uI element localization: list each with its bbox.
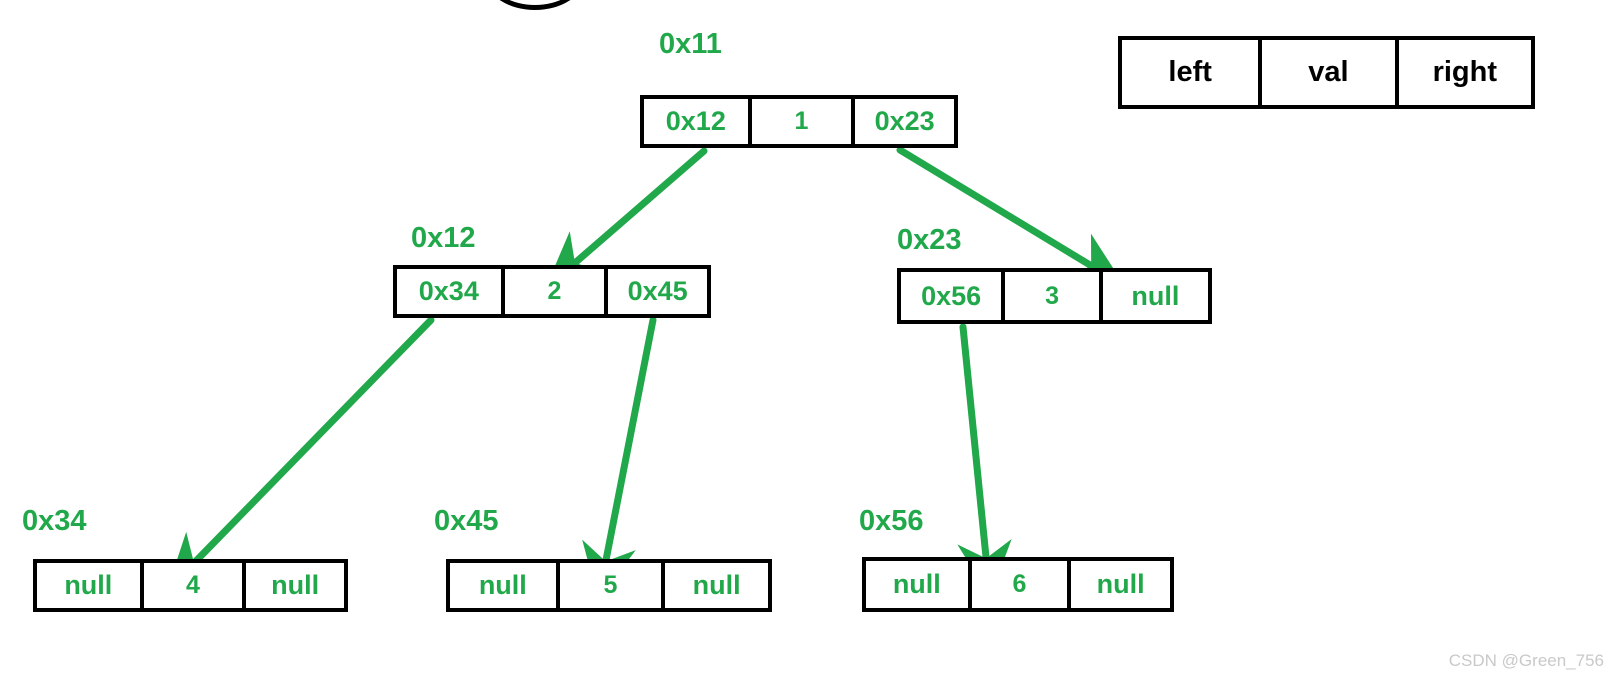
node-0x11-left-cell: 0x12 <box>665 106 726 136</box>
node-0x23-val-cell: 3 <box>1001 272 1099 320</box>
watermark-text: CSDN @Green_756 <box>1448 651 1604 670</box>
node-0x12: 0x34 2 0x45 <box>393 265 711 318</box>
legend-cell-right: right <box>1394 40 1531 105</box>
address-label-0x45: 0x45 <box>434 505 499 537</box>
node-0x11-right-cell: 0x23 <box>851 99 954 144</box>
node-0x12-val-cell: 2 <box>500 269 605 314</box>
edge-0x12-left-to-0x34 <box>166 316 435 592</box>
legend-cell-val: val <box>1258 40 1394 105</box>
node-0x11: 0x12 1 0x23 <box>640 95 958 148</box>
address-label-0x12: 0x12 <box>411 222 476 254</box>
node-0x56: null 6 null <box>862 557 1174 612</box>
node-0x45-val-cell: 5 <box>555 563 662 608</box>
address-label-0x34: 0x34 <box>22 505 87 537</box>
node-0x45: null 5 null <box>446 559 772 612</box>
node-0x34-left-cell: null <box>64 570 113 600</box>
legend-cell-left: left <box>1168 56 1212 88</box>
node-0x45-left-cell: null <box>478 570 527 600</box>
node-0x56-right-cell: null <box>1067 561 1170 608</box>
address-label-0x23: 0x23 <box>897 224 962 256</box>
node-0x45-right-cell: null <box>661 563 768 608</box>
address-label-0x11: 0x11 <box>659 28 722 60</box>
node-0x11-val-cell: 1 <box>747 99 852 144</box>
node-0x56-val-cell: 6 <box>967 561 1068 608</box>
address-label-0x56: 0x56 <box>859 505 924 537</box>
edge-0x12-right-to-0x45 <box>582 316 657 600</box>
partial-circle-arc <box>487 0 583 10</box>
node-0x23-left-cell: 0x56 <box>921 280 982 311</box>
edge-0x11-left-to-0x12 <box>545 147 708 289</box>
node-0x23: 0x56 3 null <box>897 268 1212 324</box>
node-0x12-right-cell: 0x45 <box>604 269 707 314</box>
node-0x12-left-cell: 0x34 <box>418 276 479 306</box>
node-0x56-left-cell: null <box>892 569 941 599</box>
node-struct-legend: left val right <box>1118 36 1535 109</box>
edge-0x23-left-to-0x56 <box>957 323 1012 598</box>
node-0x23-right-cell: null <box>1098 272 1208 320</box>
node-0x34: null 4 null <box>33 559 348 612</box>
node-0x34-val-cell: 4 <box>139 563 243 608</box>
node-0x34-right-cell: null <box>242 563 344 608</box>
